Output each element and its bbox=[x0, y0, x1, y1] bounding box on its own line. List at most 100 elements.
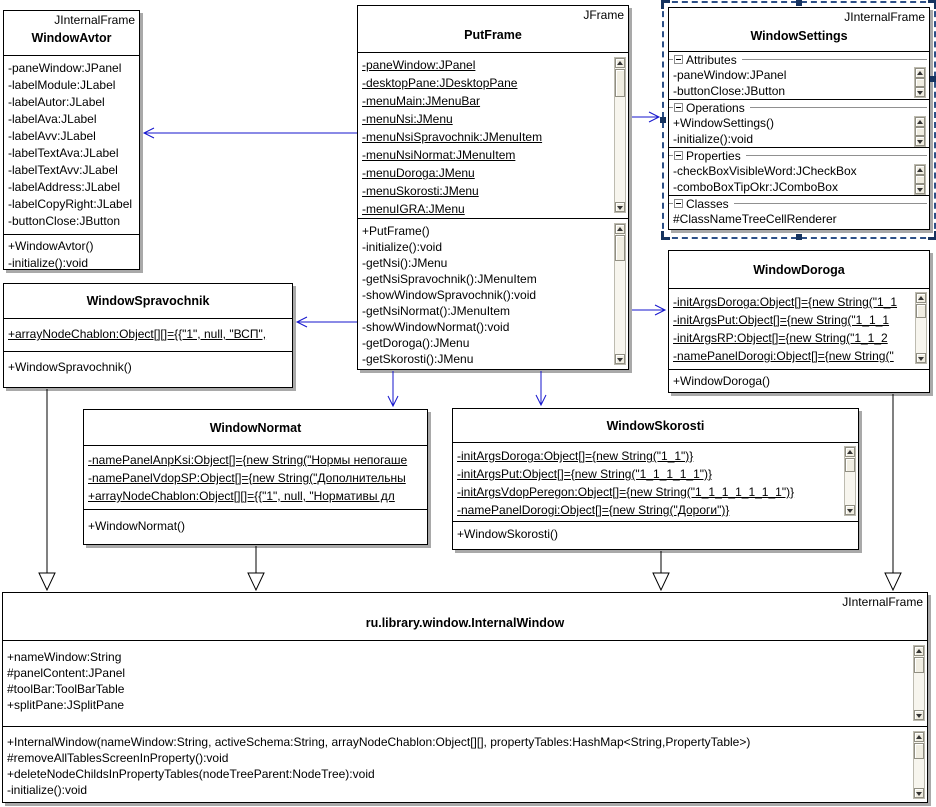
scroll-down-icon bbox=[916, 714, 922, 718]
property-row: -checkBoxVisibleWord:JCheckBox bbox=[673, 164, 857, 178]
section-dash bbox=[669, 107, 673, 108]
scroll-up-button[interactable] bbox=[915, 68, 925, 78]
attributes-compartment: -initArgsDoroga:Object[]={new String("1_… bbox=[453, 443, 858, 521]
scrollbar-thumb[interactable] bbox=[915, 127, 925, 136]
selection-edge-handle[interactable] bbox=[796, 234, 802, 240]
selection-corner-handle[interactable] bbox=[661, 231, 670, 240]
scrollbar-thumb[interactable] bbox=[845, 458, 855, 472]
class-putframe[interactable]: JFrame PutFrame -paneWindow:JPanel -desk… bbox=[357, 5, 629, 370]
scroll-up-icon bbox=[617, 61, 623, 65]
attribute-row: -labelTextAva:JLabel bbox=[8, 146, 119, 160]
attribute-row: -initArgsPut:Object[]={new String("1_1_1 bbox=[673, 313, 890, 327]
scrollbar[interactable] bbox=[915, 292, 927, 364]
scrollbar-thumb[interactable] bbox=[914, 657, 924, 673]
scroll-up-button[interactable] bbox=[915, 165, 925, 175]
collapse-minus-icon[interactable] bbox=[674, 103, 683, 112]
scroll-up-button[interactable] bbox=[914, 646, 924, 656]
operations-compartment: +WindowNormat() bbox=[84, 509, 427, 546]
scrollbar[interactable] bbox=[844, 446, 856, 516]
stereotype-label: JInternalFrame bbox=[844, 10, 925, 24]
scrollbar[interactable] bbox=[913, 645, 925, 721]
section-header: Operations bbox=[669, 100, 929, 115]
attribute-row: -labelAutor:JLabel bbox=[8, 95, 105, 109]
attribute-row: -menuMain:JMenuBar bbox=[362, 94, 481, 108]
selection-corner-handle[interactable] bbox=[661, 0, 670, 9]
scroll-down-icon bbox=[918, 357, 924, 361]
scroll-up-button[interactable] bbox=[916, 293, 926, 303]
scrollbar[interactable] bbox=[614, 57, 626, 213]
operations-compartment: +PutFrame() -initialize():void -getNsi()… bbox=[358, 218, 628, 370]
scroll-up-button[interactable] bbox=[845, 447, 855, 457]
scroll-up-icon bbox=[916, 649, 922, 653]
scroll-down-button[interactable] bbox=[914, 710, 924, 720]
class-windownormat[interactable]: WindowNormat -namePanelAnpKsi:Object[]={… bbox=[83, 409, 428, 545]
class-windowskorosti[interactable]: WindowSkorosti -initArgsDoroga:Object[]=… bbox=[452, 408, 859, 550]
association-putframe-windowdoroga bbox=[632, 304, 667, 316]
scrollbar[interactable] bbox=[614, 223, 626, 365]
scroll-down-button[interactable] bbox=[915, 136, 925, 146]
scroll-down-button[interactable] bbox=[915, 184, 925, 194]
operation-row: +deleteNodeChildsInPropertyTables(nodeTr… bbox=[7, 767, 375, 781]
scroll-up-button[interactable] bbox=[915, 117, 925, 127]
operation-row: #removeAllTablesScreenInProperty():void bbox=[7, 751, 229, 765]
collapse-minus-icon[interactable] bbox=[674, 55, 683, 64]
selection-edge-handle[interactable] bbox=[796, 0, 802, 6]
scroll-down-button[interactable] bbox=[615, 202, 625, 212]
attribute-row: -initArgsDoroga:Object[]={new String("1_… bbox=[673, 295, 898, 309]
section-rule bbox=[741, 59, 927, 60]
scroll-down-button[interactable] bbox=[845, 505, 855, 515]
scroll-down-button[interactable] bbox=[615, 354, 625, 364]
section-label: Operations bbox=[686, 100, 745, 115]
collapse-minus-icon[interactable] bbox=[674, 151, 683, 160]
scroll-down-button[interactable] bbox=[915, 87, 925, 97]
scroll-down-icon bbox=[617, 358, 623, 362]
association-putframe-windowsettings bbox=[632, 111, 661, 123]
scrollbar-thumb[interactable] bbox=[915, 78, 925, 87]
scrollbar[interactable] bbox=[914, 164, 926, 195]
scrollbar-thumb[interactable] bbox=[615, 235, 625, 261]
class-windowdoroga[interactable]: WindowDoroga -initArgsDoroga:Object[]={n… bbox=[668, 250, 930, 393]
scrollbar-thumb[interactable] bbox=[916, 304, 926, 318]
selection-edge-handle[interactable] bbox=[660, 117, 666, 123]
section-label: Properties bbox=[686, 148, 741, 163]
generalization-windowspravochnik-internalwindow bbox=[38, 389, 56, 592]
class-internalwindow[interactable]: JInternalFrame ru.library.window.Interna… bbox=[2, 592, 928, 803]
operation-row: +PutFrame() bbox=[362, 224, 430, 238]
selection-corner-handle[interactable] bbox=[928, 231, 936, 240]
scroll-up-button[interactable] bbox=[615, 224, 625, 234]
generalization-windowdoroga-internalwindow bbox=[884, 394, 902, 592]
class-windowsettings[interactable]: JInternalFrame WindowSettings Attributes… bbox=[668, 7, 930, 230]
scrollbar-thumb[interactable] bbox=[615, 69, 625, 97]
attribute-row: -desktopPane:JDesktopPane bbox=[362, 76, 518, 90]
scroll-up-icon bbox=[617, 227, 623, 231]
class-windowspravochnik[interactable]: WindowSpravochnik +arrayNodeChablon:Obje… bbox=[3, 283, 293, 388]
selection-edge-handle[interactable] bbox=[930, 76, 936, 82]
generalization-windowskorosti-internalwindow bbox=[652, 551, 670, 592]
operation-row: -initialize():void bbox=[8, 256, 89, 270]
section-properties: Properties -checkBoxVisibleWord:JCheckBo… bbox=[669, 147, 929, 195]
class-header: JFrame PutFrame bbox=[358, 6, 628, 53]
attribute-row: -initArgsVdopPeregon:Object[]={new Strin… bbox=[457, 485, 795, 499]
scroll-down-button[interactable] bbox=[914, 788, 924, 798]
section-header: Classes bbox=[669, 196, 929, 211]
attribute-row: -paneWindow:JPanel bbox=[673, 68, 787, 82]
scroll-up-button[interactable] bbox=[914, 732, 924, 742]
attribute-row: -namePanelVdopSP:Object[]={new String("Д… bbox=[88, 471, 406, 485]
scrollbar[interactable] bbox=[914, 116, 926, 147]
selection-corner-handle[interactable] bbox=[928, 0, 936, 9]
class-windowavtor[interactable]: JInternalFrame WindowAvtor -paneWindow:J… bbox=[3, 10, 140, 270]
section-label: Attributes bbox=[686, 52, 737, 67]
scroll-up-button[interactable] bbox=[615, 58, 625, 68]
attributes-compartment: +arrayNodeChablon:Object[][]={{"1", null… bbox=[4, 319, 292, 351]
scrollbar[interactable] bbox=[914, 67, 926, 98]
operation-row: -getNsiNormat():JMenuItem bbox=[362, 304, 511, 318]
collapse-minus-icon[interactable] bbox=[674, 199, 683, 208]
section-operations: Operations +WindowSettings() -initialize… bbox=[669, 99, 929, 147]
scrollbar-thumb[interactable] bbox=[914, 743, 924, 759]
scrollbar[interactable] bbox=[913, 731, 925, 799]
scrollbar-thumb[interactable] bbox=[915, 175, 925, 184]
operations-compartment: +WindowDoroga() bbox=[669, 369, 929, 394]
scroll-down-button[interactable] bbox=[916, 353, 926, 363]
attribute-row: -labelAddress:JLabel bbox=[8, 180, 121, 194]
section-rule bbox=[745, 155, 927, 156]
